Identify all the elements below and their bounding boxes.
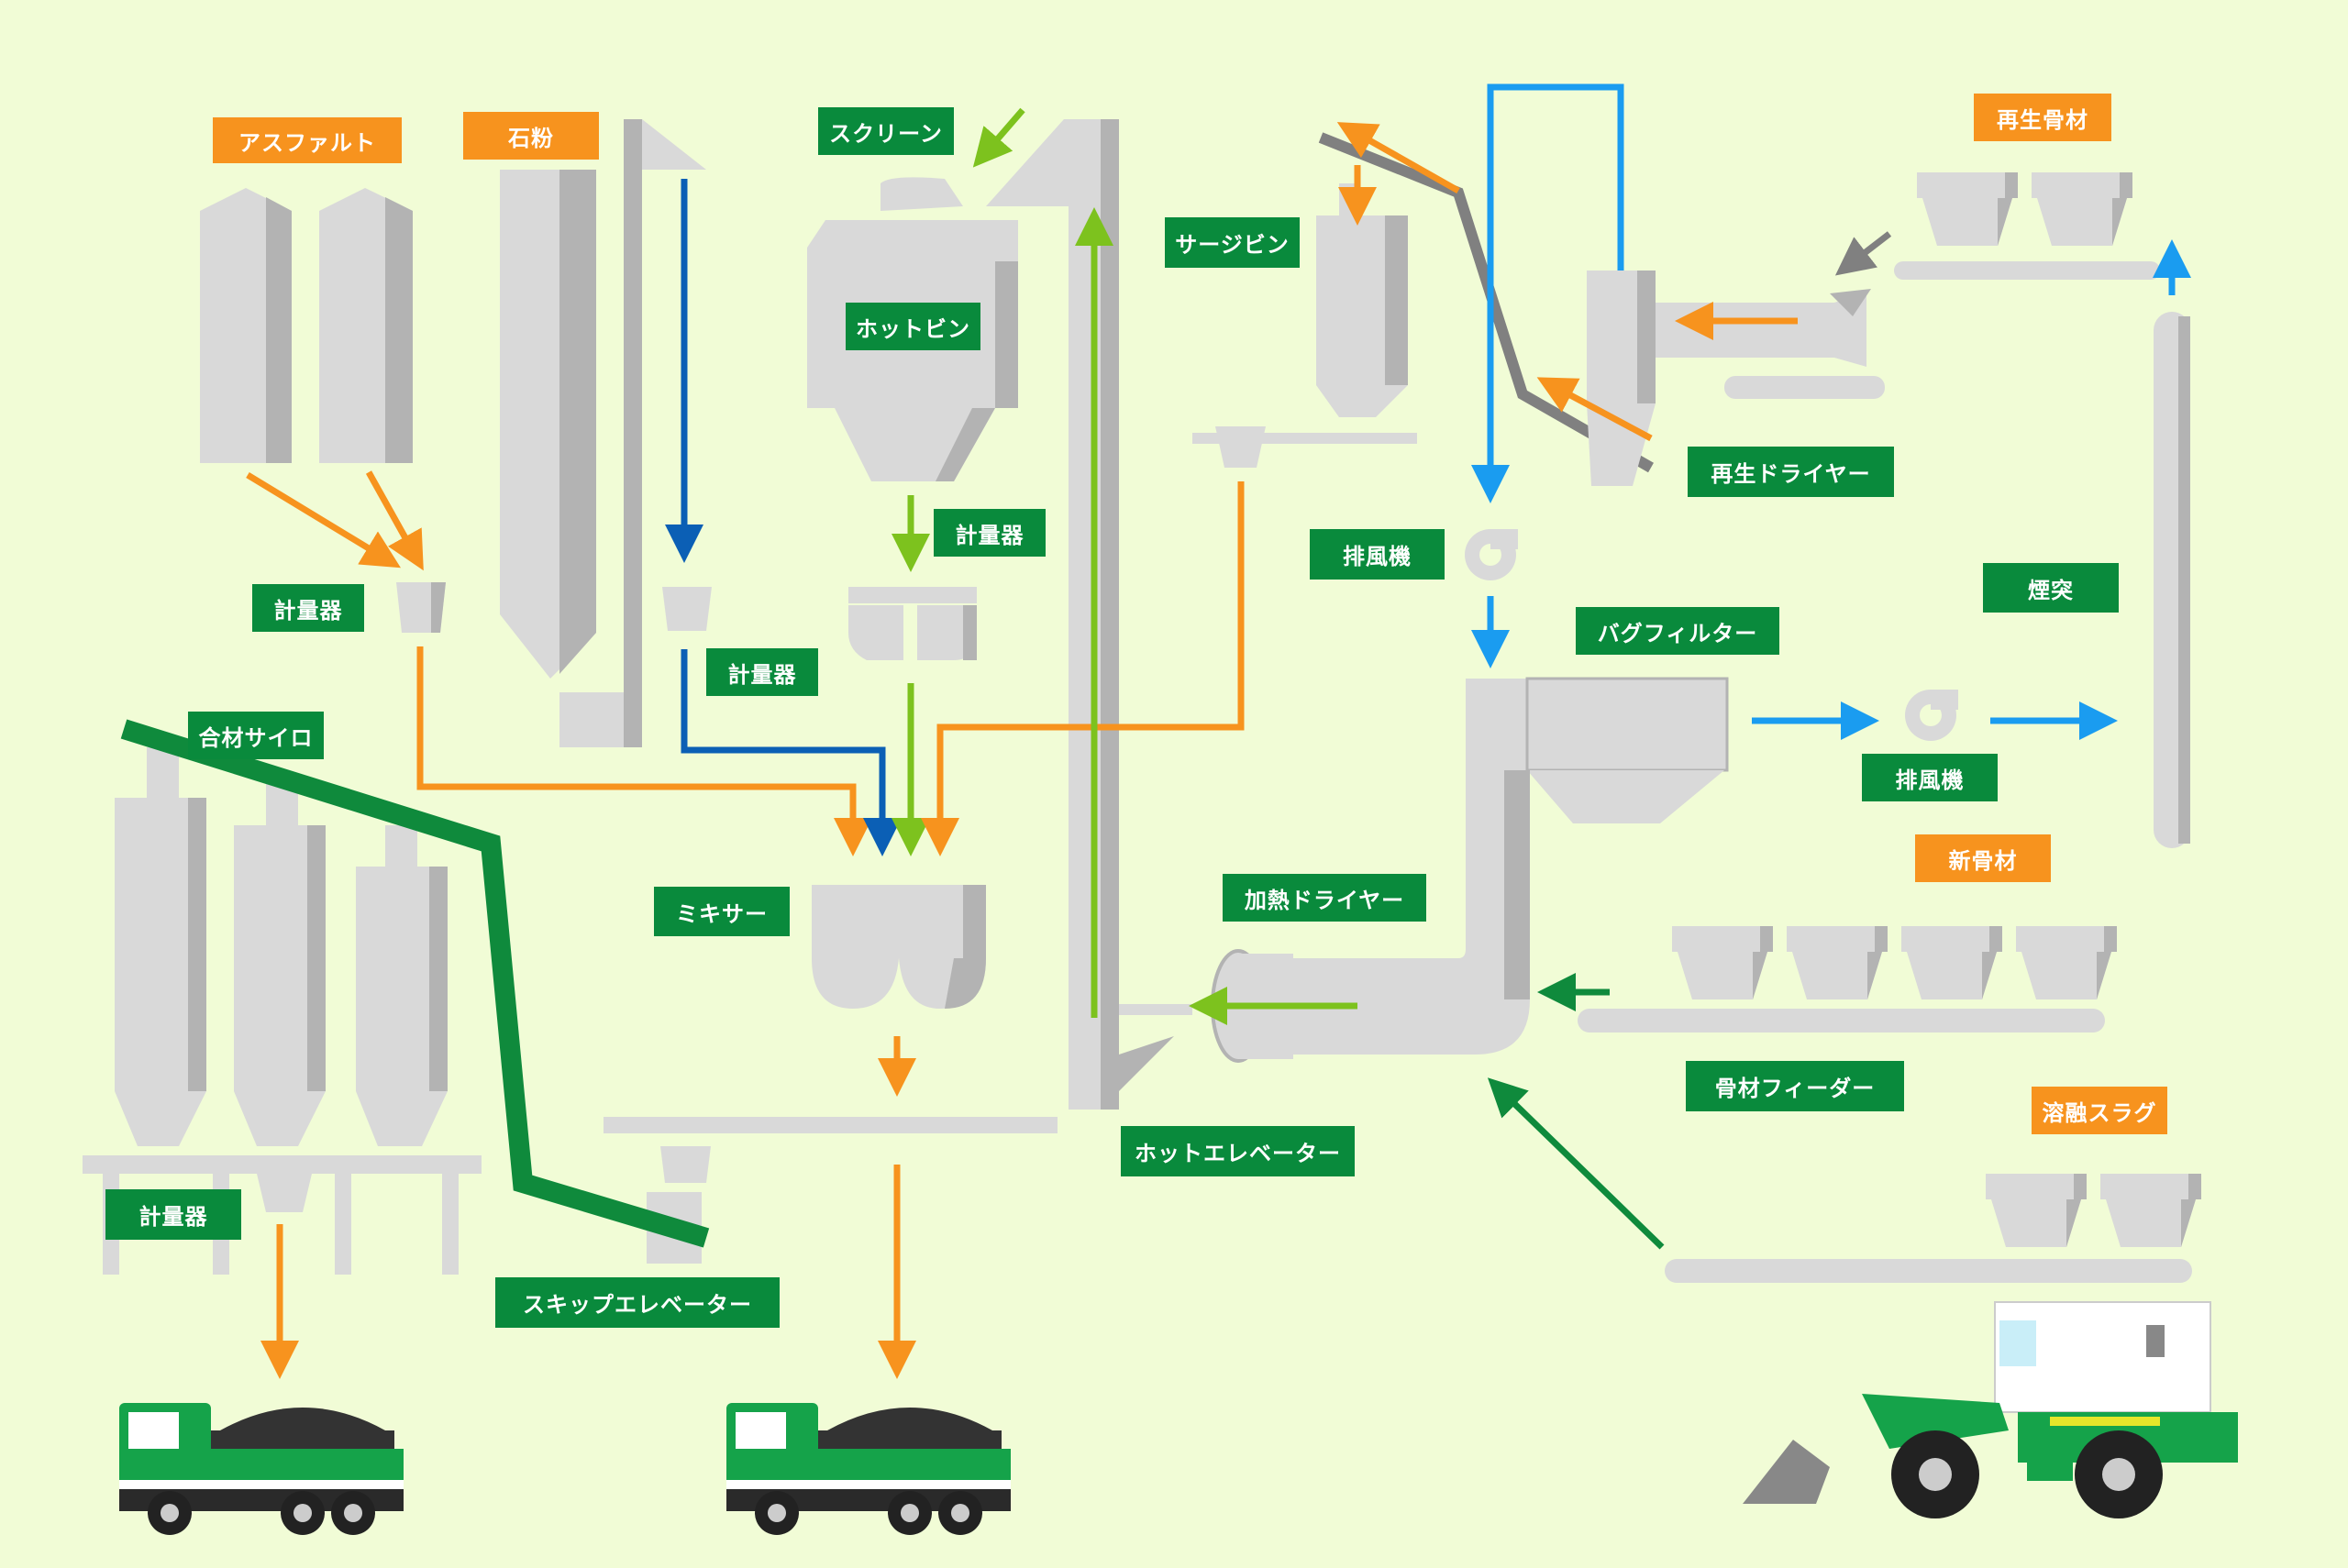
product-silos (83, 747, 482, 1275)
label-screen: スクリーン (818, 107, 954, 155)
label-meter-hotbin: 計量器 (934, 509, 1046, 557)
mixer (604, 885, 1058, 1264)
asphalt-meter (396, 582, 446, 633)
label-surge-bin: サージビン (1165, 217, 1300, 268)
label-asphalt: アスファルト (213, 117, 402, 163)
label-exhaust-fan-1: 排風機 (1310, 529, 1445, 580)
dump-truck-icon (726, 1403, 1011, 1535)
label-heating-dryer: 加熱ドライヤー (1223, 874, 1426, 922)
label-meter-asphalt: 計量器 (252, 584, 364, 632)
screen-hotbin (807, 177, 1018, 660)
flow-arrows (246, 83, 2191, 1379)
label-hot-elevator: ホットエレベーター (1121, 1126, 1355, 1176)
hot-elevator (986, 119, 1192, 1110)
label-chimney: 煙突 (1983, 563, 2119, 613)
fan-icon (1905, 690, 1958, 741)
surge-bin (1192, 183, 1417, 468)
asphalt-tanks (200, 188, 413, 463)
new-aggregate-feeder (1578, 926, 2117, 1032)
label-recycled-dryer: 再生ドライヤー (1688, 447, 1894, 497)
chimney (2154, 312, 2190, 848)
label-exhaust-fan-2: 排風機 (1862, 754, 1998, 801)
recycled-hoppers (1894, 172, 2160, 280)
fan-icon (1465, 529, 1518, 580)
wheel-loader-icon (1743, 1301, 2238, 1518)
powder-meter (662, 587, 712, 631)
label-silo: 合材サイロ (188, 712, 324, 759)
label-recycled-aggregate: 再生骨材 (1974, 94, 2111, 141)
label-stone-powder: 石粉 (463, 112, 599, 160)
label-mixer: ミキサー (654, 887, 790, 936)
label-new-aggregate: 新骨材 (1915, 834, 2051, 882)
label-bag-filter: バグフィルター (1576, 607, 1779, 655)
dump-truck-icon (119, 1403, 404, 1535)
label-meter-powder: 計量器 (706, 648, 818, 696)
label-hot-bin: ホットビン (846, 303, 980, 350)
stone-powder-silo (500, 119, 706, 747)
label-aggregate-feeder: 骨材フィーダー (1686, 1061, 1904, 1111)
label-skip-elevator: スキップエレベーター (495, 1277, 780, 1328)
skip-elevator-rail (120, 719, 710, 1248)
label-molten-slag: 溶融スラグ (2032, 1087, 2167, 1134)
slag-feeder (1665, 1174, 2201, 1283)
label-meter-silo: 計量器 (105, 1189, 241, 1240)
bag-filter (1257, 677, 1729, 1055)
